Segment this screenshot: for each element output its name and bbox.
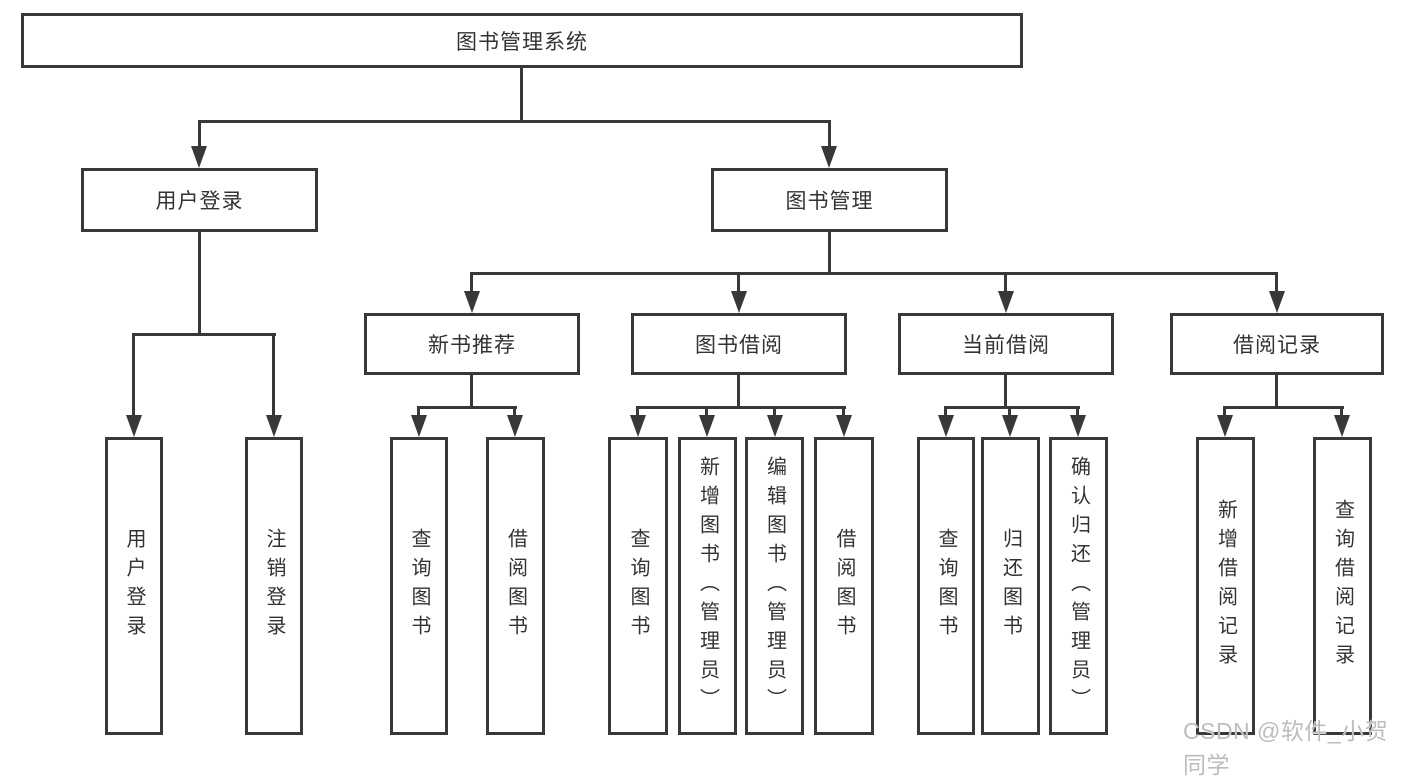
connector-user-login-rail	[132, 333, 276, 336]
leaf-label: 查询图书	[408, 528, 430, 644]
node-label: 新书推荐	[428, 334, 516, 357]
arrowhead-borrow-record	[1269, 291, 1285, 313]
node-current-borrowing: 当前借阅	[898, 313, 1114, 375]
leaf-label: 借阅图书	[833, 528, 855, 644]
leaf-label: 新增图书（管理员）	[696, 455, 719, 717]
leaf-label: 查询图书	[935, 528, 957, 644]
node-user-login: 用户登录	[81, 168, 318, 232]
node-library-system: 图书管理系统	[21, 13, 1023, 68]
leaf-bb-borrow-books: 借阅图书	[814, 437, 874, 735]
arrowhead-nb-query	[411, 415, 427, 437]
connector-drop-nb-borrow	[513, 406, 516, 417]
connector-drop-bb-edit	[773, 406, 776, 417]
connector-drop-user-login	[198, 120, 201, 148]
connector-drop-bb-borrow	[842, 406, 845, 417]
connector-drop-bb-add	[705, 406, 708, 417]
leaf-label: 查询借阅记录	[1331, 499, 1354, 673]
connector-drop-borrow-record	[1275, 272, 1278, 293]
connector-borrow-record-rail	[1223, 406, 1344, 409]
library-system-structure-diagram: 图书管理系统 用户登录 图书管理 新书推荐 图书借阅 当前借阅 借阅记录 用户登…	[21, 13, 1388, 778]
node-label: 图书管理系统	[456, 30, 588, 54]
leaf-bb-add-books-admin: 新增图书（管理员）	[678, 437, 737, 735]
leaf-label: 新增借阅记录	[1214, 499, 1237, 673]
node-borrowing-records: 借阅记录	[1170, 313, 1384, 375]
node-book-borrowing: 图书借阅	[631, 313, 847, 375]
arrowhead-book-mgmt	[821, 146, 837, 168]
arrowhead-bb-add	[699, 415, 715, 437]
connector-drop-leaf-user-login	[132, 333, 135, 417]
connector-drop-nb-query	[417, 406, 420, 417]
leaf-cb-query-books: 查询图书	[917, 437, 975, 735]
node-label: 用户登录	[155, 190, 244, 213]
arrowhead-current-borrow	[998, 291, 1014, 313]
connector-drop-cb-confirm	[1076, 406, 1079, 417]
arrowhead-book-borrow	[731, 291, 747, 313]
arrowhead-leaf-user-login	[126, 415, 142, 437]
csdn-watermark: CSDN @软件_小贺同学	[1183, 718, 1389, 778]
leaf-bb-edit-books-admin: 编辑图书（管理员）	[745, 437, 804, 735]
arrowhead-new-book	[464, 291, 480, 313]
arrowhead-br-add	[1217, 415, 1233, 437]
node-label: 图书管理	[785, 190, 874, 213]
leaf-logout-login: 注销登录	[245, 437, 303, 735]
connector-book-borrow-rail	[636, 406, 846, 409]
connector-current-borrow-rail	[944, 406, 1080, 409]
connector-level2-rail	[198, 120, 831, 123]
connector-drop-br-add	[1223, 406, 1226, 417]
node-label: 借阅记录	[1233, 334, 1321, 357]
node-new-book-recommend: 新书推荐	[364, 313, 580, 375]
arrowhead-nb-borrow	[507, 415, 523, 437]
connector-user-login-trunk	[198, 232, 201, 336]
leaf-label: 确认归还（管理员）	[1067, 455, 1090, 717]
leaf-br-query-record: 查询借阅记录	[1313, 437, 1372, 735]
leaf-cb-return-books: 归还图书	[981, 437, 1040, 735]
leaf-user-login: 用户登录	[105, 437, 163, 735]
leaf-nb-query-books: 查询图书	[390, 437, 448, 735]
arrowhead-br-query	[1334, 415, 1350, 437]
leaf-label: 注销登录	[263, 528, 285, 644]
leaf-label: 查询图书	[627, 528, 649, 644]
connector-book-mgmt-trunk	[828, 232, 831, 275]
connector-drop-book-mgmt	[828, 120, 831, 148]
leaf-label: 编辑图书（管理员）	[763, 455, 786, 717]
connector-book-borrow-trunk	[737, 375, 740, 409]
arrowhead-bb-query	[630, 415, 646, 437]
node-label: 图书借阅	[695, 334, 783, 357]
connector-new-book-trunk	[470, 375, 473, 409]
connector-new-book-rail	[417, 406, 517, 409]
connector-drop-leaf-logout	[272, 333, 275, 417]
leaf-bb-query-books: 查询图书	[608, 437, 668, 735]
connector-current-borrow-trunk	[1004, 375, 1007, 409]
leaf-nb-borrow-books: 借阅图书	[486, 437, 545, 735]
arrowhead-cb-confirm	[1070, 415, 1086, 437]
leaf-label: 归还图书	[999, 528, 1022, 644]
arrowhead-cb-query	[938, 415, 954, 437]
arrowhead-leaf-logout	[266, 415, 282, 437]
connector-root-trunk	[520, 68, 523, 123]
connector-level3-rail	[470, 272, 1278, 275]
node-label: 当前借阅	[962, 334, 1050, 357]
node-book-management: 图书管理	[711, 168, 948, 232]
arrowhead-bb-edit	[767, 415, 783, 437]
leaf-br-add-record: 新增借阅记录	[1196, 437, 1255, 735]
connector-drop-bb-query	[636, 406, 639, 417]
leaf-label: 借阅图书	[504, 528, 527, 644]
leaf-cb-confirm-return-admin: 确认归还（管理员）	[1049, 437, 1108, 735]
arrowhead-bb-borrow	[836, 415, 852, 437]
arrowhead-user-login	[191, 146, 207, 168]
connector-drop-new-book	[470, 272, 473, 293]
connector-borrow-record-trunk	[1275, 375, 1278, 409]
connector-drop-cb-query	[944, 406, 947, 417]
connector-drop-current-borrow	[1004, 272, 1007, 293]
connector-drop-br-query	[1340, 406, 1343, 417]
connector-drop-cb-return	[1008, 406, 1011, 417]
arrowhead-cb-return	[1002, 415, 1018, 437]
leaf-label: 用户登录	[123, 528, 145, 644]
connector-drop-book-borrow	[737, 272, 740, 293]
